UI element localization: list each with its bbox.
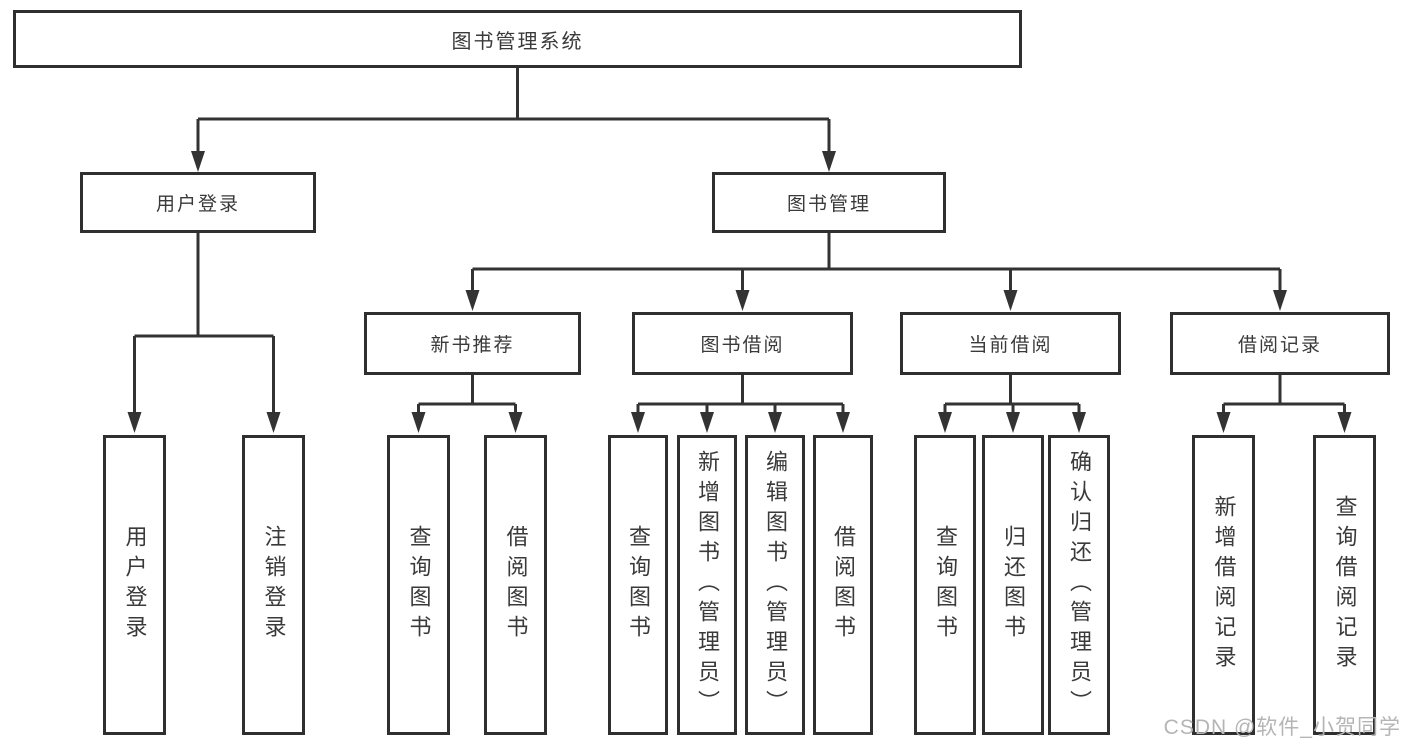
node-label: 借阅图书	[831, 525, 856, 645]
leaf-add-borrow-record: 新增借阅记录	[1192, 435, 1255, 735]
leaf-query-books-2: 查询图书	[608, 435, 668, 735]
node-label: 注销登录	[261, 525, 287, 645]
leaf-logout: 注销登录	[242, 435, 305, 735]
node-label: 当前借阅	[968, 335, 1053, 356]
node-label: 查询图书	[626, 525, 651, 645]
node-label: 图书管理系统	[451, 30, 584, 53]
node-new-book-recommend: 新书推荐	[364, 312, 581, 375]
node-root-system: 图书管理系统	[13, 10, 1022, 68]
node-label: 确认归还（管理员）	[1067, 450, 1092, 720]
node-label: 查询图书	[406, 525, 432, 645]
node-user-login-branch: 用户登录	[80, 172, 316, 233]
leaf-borrow-books-2: 借阅图书	[813, 435, 873, 735]
leaf-query-books-3: 查询图书	[914, 435, 976, 735]
leaf-borrow-books-1: 借阅图书	[484, 435, 547, 735]
node-book-management-branch: 图书管理	[712, 172, 946, 233]
node-borrow-records: 借阅记录	[1170, 312, 1390, 375]
node-label: 用户登录	[155, 194, 240, 215]
node-label: 用户登录	[122, 525, 148, 645]
node-label: 新书推荐	[430, 335, 515, 356]
arrowheads	[127, 151, 1352, 433]
node-label: 编辑图书（管理员）	[763, 450, 788, 720]
csdn-watermark: CSDN @软件_小贺同学	[1163, 716, 1401, 739]
leaf-user-login: 用户登录	[103, 435, 166, 735]
node-current-borrowing: 当前借阅	[900, 312, 1121, 375]
node-label: 查询图书	[933, 525, 958, 645]
leaf-confirm-return-admin: 确认归还（管理员）	[1048, 435, 1110, 735]
node-label: 新增图书（管理员）	[695, 450, 720, 720]
leaf-return-book: 归还图书	[982, 435, 1044, 735]
node-label: 图书借阅	[700, 335, 785, 356]
leaf-add-book-admin: 新增图书（管理员）	[677, 435, 737, 735]
node-label: 新增借阅记录	[1211, 495, 1237, 675]
leaf-query-borrow-record: 查询借阅记录	[1313, 435, 1376, 735]
node-label: 查询借阅记录	[1332, 495, 1358, 675]
leaf-query-books-1: 查询图书	[387, 435, 450, 735]
leaf-edit-book-admin: 编辑图书（管理员）	[745, 435, 805, 735]
node-label: 归还图书	[1001, 525, 1026, 645]
node-label: 图书管理	[786, 194, 871, 215]
node-label: 借阅图书	[503, 525, 529, 645]
node-label: 借阅记录	[1237, 335, 1322, 356]
node-book-borrowing: 图书借阅	[632, 312, 853, 375]
